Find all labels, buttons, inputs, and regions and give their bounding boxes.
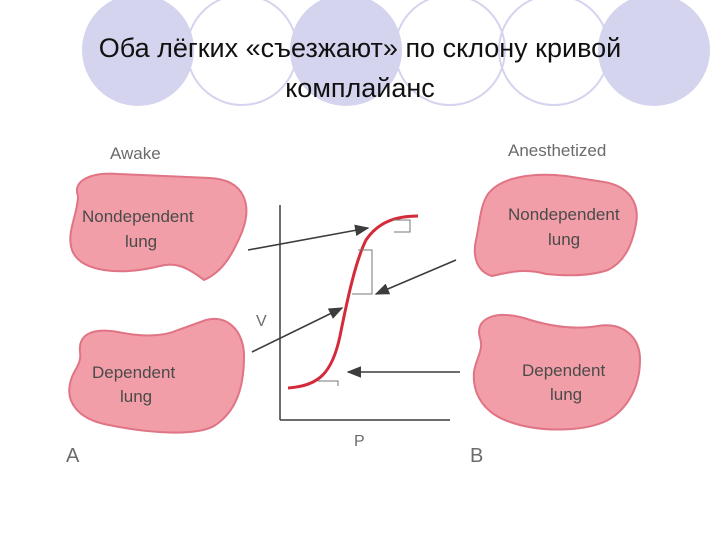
arrow-awake-dependent	[251, 307, 344, 353]
anesthetized-header: Anesthetized	[508, 141, 606, 160]
decor-circle-1	[82, 0, 194, 106]
arrow-anesthetized-nondependent	[374, 259, 457, 295]
right-top-lung-label-1: Nondependent	[508, 205, 620, 224]
panel-letter-b: B	[470, 445, 483, 467]
right-airway	[472, 252, 546, 336]
left-top-lung-label-2: lung	[125, 232, 157, 251]
slide-title-line-2: комплайанс	[285, 73, 435, 103]
decor-circle-3	[598, 0, 710, 106]
left-top-lung-label-1: Nondependent	[82, 207, 194, 226]
x-axis-label: P	[354, 433, 365, 450]
slide-title: Оба лёгких «съезжают» по склону кривой к…	[0, 28, 720, 108]
panel-letter-a: A	[66, 445, 80, 467]
right-bottom-lung-label-1: Dependent	[522, 361, 605, 380]
step-marker-top	[392, 219, 411, 233]
left-dependent-lung	[68, 317, 246, 434]
decor-circle-2	[290, 0, 402, 106]
awake-header: Awake	[110, 144, 161, 163]
step-marker-bottom	[318, 380, 339, 386]
left-nondependent-lung	[69, 172, 248, 282]
right-dependent-lung	[472, 313, 642, 431]
compliance-curve	[287, 214, 419, 390]
left-bottom-lung-label-2: lung	[120, 387, 152, 406]
right-top-lung-label-2: lung	[548, 230, 580, 249]
right-nondependent-lung	[473, 173, 638, 278]
left-bottom-lung-label-1: Dependent	[92, 363, 175, 382]
arrow-awake-nondependent	[247, 224, 370, 251]
slide-title-line-1: Оба лёгких «съезжают» по склону кривой	[98, 33, 622, 63]
step-marker-upper-mid	[352, 249, 373, 295]
right-bottom-lung-label-2: lung	[550, 385, 582, 404]
y-axis-label: V	[256, 313, 267, 330]
